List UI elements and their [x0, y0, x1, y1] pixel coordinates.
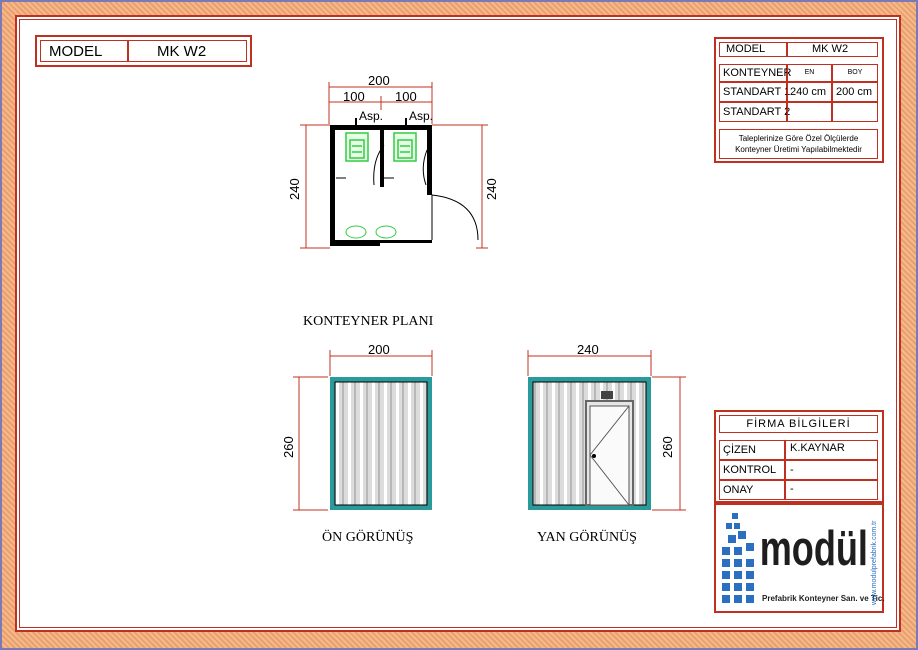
- front-dim-height: 260: [281, 436, 296, 458]
- col-en: EN: [804, 69, 815, 76]
- logo-box: modül Prefabrik Konteyner San. ve Tic. w…: [714, 503, 885, 613]
- sink-left-icon: [345, 225, 367, 239]
- drawing-sheet: [15, 15, 901, 632]
- asp-left: Asp.: [359, 109, 383, 123]
- col-boy: BOY: [847, 69, 863, 76]
- info-model-label-cell: MODEL: [719, 42, 787, 57]
- toilet-right-icon: [393, 132, 417, 162]
- door-icon: [585, 391, 634, 506]
- model-header: MODEL MK W2: [35, 35, 252, 67]
- standart1-label-cell: STANDART 1: [719, 82, 791, 102]
- front-view-title: ÖN GÖRÜNÜŞ: [322, 528, 413, 545]
- drawing-sheet-inner-line: [19, 19, 897, 628]
- note-cell: Taleplerinize Göre Özel Ölçülerde Kontey…: [719, 129, 878, 159]
- konteyner-label-cell: KONTEYNER: [719, 64, 791, 82]
- plan-dim-total: 200: [368, 73, 390, 88]
- asp-right: Asp.: [409, 109, 433, 123]
- kontrol-label-cell: KONTROL: [719, 460, 785, 480]
- onay-label-cell: ONAY: [719, 480, 785, 500]
- firma-table: FİRMA BİLGİLERİ ÇİZEN K.KAYNAR KONTROL -…: [714, 410, 884, 503]
- standart2-label-cell: STANDART 2: [719, 102, 791, 122]
- container-plan: 200 100 100 240 240 Asp. Asp.: [287, 73, 499, 249]
- info-table: MODEL MK W2 KONTEYNER EN BOY STANDART 1 …: [714, 37, 884, 163]
- kontrol-label: KONTROL: [723, 464, 777, 476]
- front-dim-width: 200: [368, 342, 390, 357]
- model-value: MK W2: [157, 43, 207, 60]
- model-label: MODEL: [49, 43, 103, 60]
- side-view: 240 260: [527, 342, 686, 511]
- standart1-en-cell: 240 cm: [787, 82, 832, 102]
- plan-dim-left: 100: [343, 89, 365, 104]
- standart2-en-cell: [787, 102, 832, 122]
- kontrol-value: -: [790, 464, 794, 476]
- info-model-value-cell: MK W2: [787, 42, 878, 57]
- kontrol-value-cell: -: [785, 460, 878, 480]
- side-view-title: YAN GÖRÜNÜŞ: [537, 528, 637, 545]
- logo-squares: [722, 513, 754, 603]
- standart1-en: 240 cm: [790, 86, 827, 98]
- onay-value-cell: -: [785, 480, 878, 500]
- cizen-label: ÇİZEN: [723, 444, 756, 456]
- standart1-boy: 200 cm: [836, 86, 873, 98]
- plan-title: KONTEYNER PLANI: [303, 314, 434, 329]
- note-line-2: Konteyner Üretimi Yapılabilmektedir: [735, 145, 862, 154]
- front-view: 200 260: [281, 342, 433, 511]
- side-dim-height: 260: [660, 436, 675, 458]
- cizen-value-cell: K.KAYNAR: [785, 440, 878, 460]
- toilet-left-icon: [345, 132, 369, 162]
- plan-dim-height-right: 240: [484, 178, 499, 200]
- note-line-1: Taleplerinize Göre Özel Ölçülerde: [738, 134, 859, 143]
- firma-title: FİRMA BİLGİLERİ: [746, 418, 851, 430]
- plan-dim-height-left: 240: [287, 178, 302, 200]
- side-dim-width: 240: [577, 342, 599, 357]
- col-en-cell: EN: [787, 64, 832, 82]
- logo-brand: modül: [760, 521, 868, 576]
- modul-logo: modül Prefabrik Konteyner San. ve Tic. w…: [722, 513, 885, 606]
- cizen-label-cell: ÇİZEN: [719, 440, 785, 460]
- standart2-label: STANDART 2: [723, 106, 791, 118]
- standart2-boy-cell: [832, 102, 878, 122]
- cizen-value: K.KAYNAR: [790, 442, 845, 454]
- onay-label: ONAY: [723, 484, 754, 496]
- info-model-value: MK W2: [812, 43, 849, 55]
- konteyner-label: KONTEYNER: [723, 67, 792, 79]
- plan-dim-right: 100: [395, 89, 417, 104]
- onay-value: -: [790, 483, 794, 495]
- info-model-label: MODEL: [726, 43, 766, 55]
- firma-title-cell: FİRMA BİLGİLERİ: [719, 415, 878, 433]
- standart1-boy-cell: 200 cm: [832, 82, 878, 102]
- standart1-label: STANDART 1: [723, 86, 791, 98]
- sink-right-icon: [375, 225, 397, 239]
- col-boy-cell: BOY: [832, 64, 878, 82]
- logo-side-text: www.modulprefabrik.com.tr: [871, 520, 878, 606]
- logo-tagline: Prefabrik Konteyner San. ve Tic.: [762, 594, 885, 603]
- model-header-label-cell: MODEL: [40, 40, 128, 62]
- model-header-value-cell: MK W2: [128, 40, 247, 62]
